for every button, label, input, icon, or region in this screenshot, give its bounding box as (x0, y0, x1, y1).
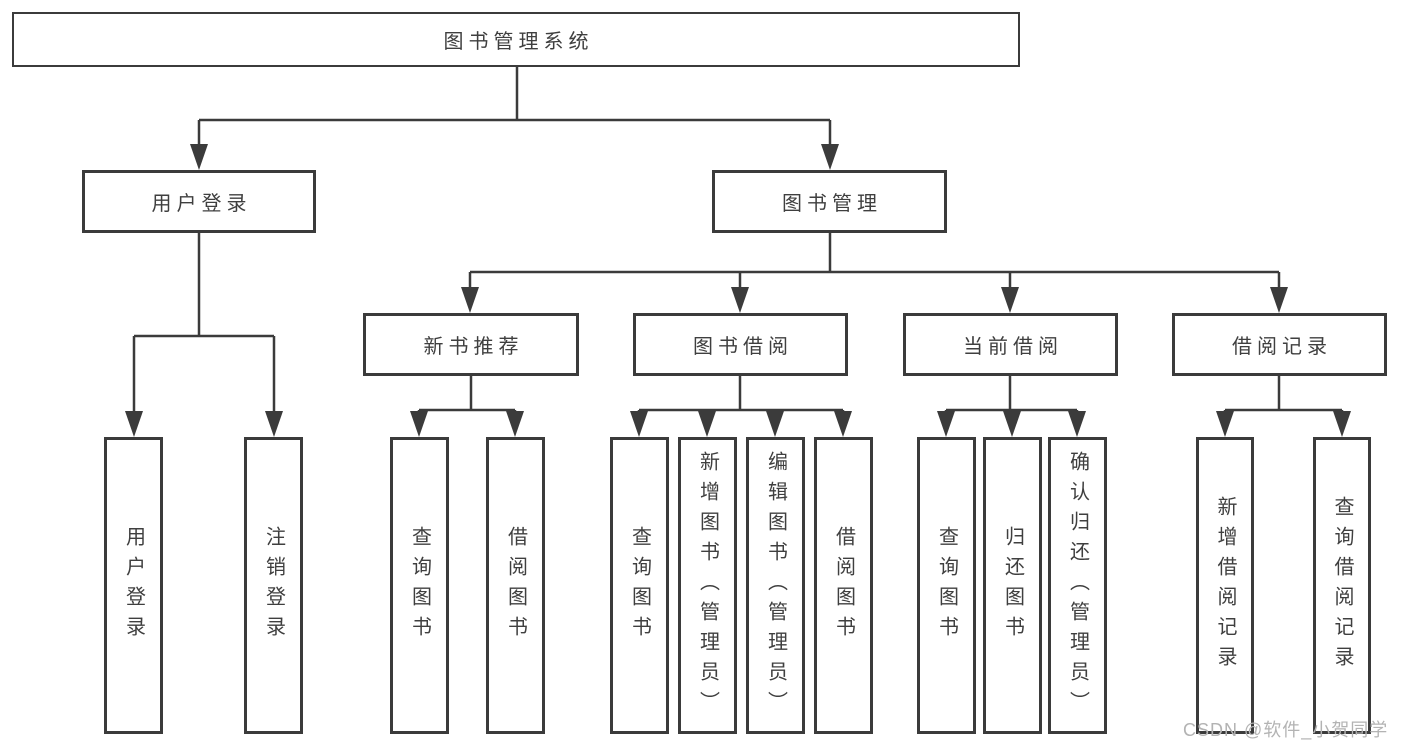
leaf-query-borrow-record: 查询借阅记录 (1313, 437, 1371, 734)
leaf-add-books-admin: 新增图书（管理员） (678, 437, 737, 734)
node-label: 编辑图书（管理员） (764, 450, 787, 721)
node-label: 新书推荐 (423, 336, 524, 358)
node-label: 查询图书 (628, 525, 651, 646)
node-label: 当前借阅 (963, 336, 1063, 358)
leaf-return-books: 归还图书 (983, 437, 1042, 734)
node-label: 图书管理系统 (443, 31, 594, 53)
leaf-query-books-borrowing: 查询图书 (610, 437, 669, 734)
node-borrowing-records: 借阅记录 (1172, 313, 1387, 376)
node-label: 借阅记录 (1232, 336, 1332, 358)
node-book-management: 图书管理 (712, 170, 947, 233)
leaf-edit-books-admin: 编辑图书（管理员） (746, 437, 805, 734)
node-label: 借阅图书 (504, 525, 527, 646)
node-user-login: 用户登录 (82, 170, 316, 233)
node-label: 图书管理 (782, 193, 882, 215)
node-label: 查询图书 (408, 525, 431, 646)
leaf-borrow-books-borrowing: 借阅图书 (814, 437, 873, 734)
node-label: 新增图书（管理员） (696, 450, 719, 721)
leaf-borrow-books-recommend: 借阅图书 (486, 437, 545, 734)
watermark: CSDN @软件_小贺同学 (1183, 720, 1389, 740)
node-book-borrowing: 图书借阅 (633, 313, 848, 376)
node-label: 用户登录 (122, 525, 145, 646)
leaf-user-login: 用户登录 (104, 437, 163, 734)
node-label: 归还图书 (1001, 525, 1024, 646)
node-label: 新增借阅记录 (1214, 495, 1236, 676)
node-label: 确认归还（管理员） (1066, 450, 1089, 721)
leaf-logout: 注销登录 (244, 437, 303, 734)
node-label: 用户登录 (151, 193, 252, 215)
leaf-query-books-recommend: 查询图书 (390, 437, 449, 734)
node-new-book-recommend: 新书推荐 (363, 313, 579, 376)
leaf-query-books-current: 查询图书 (917, 437, 976, 734)
node-label: 借阅图书 (832, 525, 855, 646)
node-label: 注销登录 (262, 525, 285, 646)
node-label: 查询图书 (935, 525, 958, 646)
leaf-add-borrow-record: 新增借阅记录 (1196, 437, 1254, 734)
node-label: 查询借阅记录 (1331, 495, 1353, 676)
node-current-borrowing: 当前借阅 (903, 313, 1118, 376)
node-root: 图书管理系统 (12, 12, 1020, 67)
leaf-confirm-return-admin: 确认归还（管理员） (1048, 437, 1107, 734)
node-label: 图书借阅 (693, 336, 793, 358)
